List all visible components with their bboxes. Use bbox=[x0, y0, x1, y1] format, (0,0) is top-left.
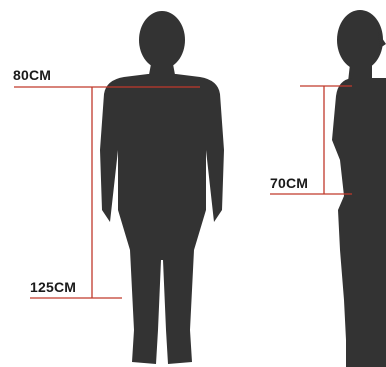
front-bottom-label: 125CM bbox=[30, 279, 76, 295]
side-silhouette bbox=[332, 10, 386, 367]
front-silhouette bbox=[100, 11, 224, 364]
front-top-label: 80CM bbox=[13, 67, 51, 83]
side-label: 70CM bbox=[270, 175, 308, 191]
